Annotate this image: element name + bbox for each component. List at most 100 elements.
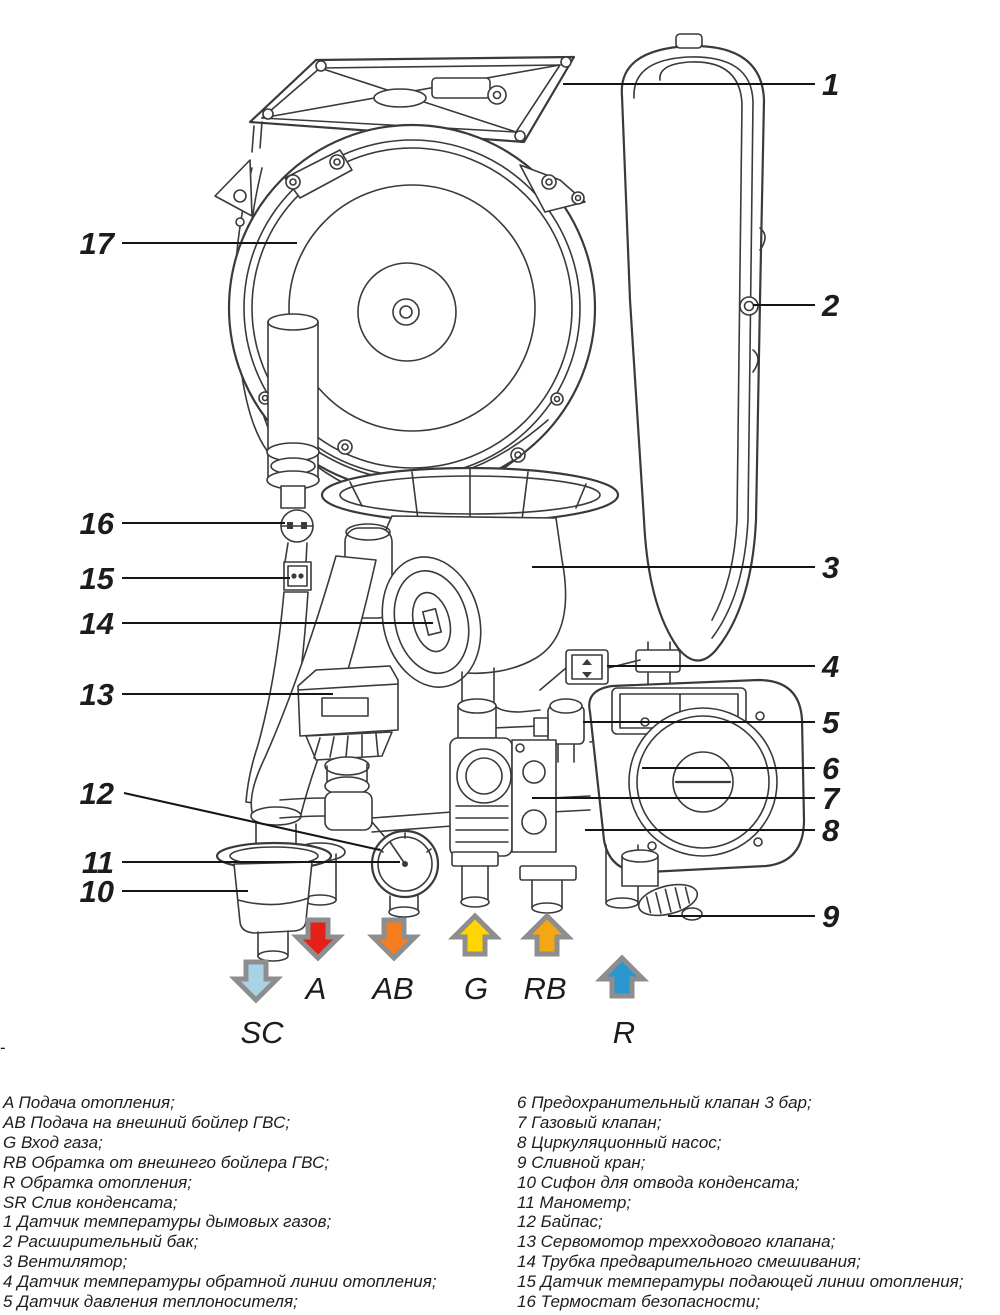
legend-item: 5 Датчик давления теплоносителя; (3, 1292, 508, 1312)
sc-port-stub (257, 930, 289, 962)
callout-number-14: 14 (80, 606, 114, 641)
legend-item-text: Датчик температуры дымовых газов; (17, 1212, 332, 1232)
legend-item-key: AB (3, 1112, 26, 1132)
legend-item: 14 Трубка предварительного смешивания; (517, 1252, 997, 1272)
legend-item-text: Слив конденсата; (31, 1192, 178, 1212)
gas-valve-plate (511, 739, 557, 853)
legend-item-text: Обратка отопления; (20, 1172, 192, 1192)
callout-number-15: 15 (80, 561, 115, 596)
legend-item: SR Слив конденсата; (3, 1193, 508, 1213)
callout-number-1: 1 (822, 67, 839, 102)
legend-item: 11 Манометр; (517, 1193, 997, 1213)
legend-item-key: 9 (517, 1152, 527, 1172)
callout-number-16: 16 (80, 506, 115, 541)
callout-number-13: 13 (80, 677, 114, 712)
port-arrow-SC-icon (228, 959, 284, 1004)
legend-item: R Обратка отопления; (3, 1173, 508, 1193)
port-label-SC: SC (240, 1015, 284, 1050)
pressure-sensor-5 (533, 698, 585, 763)
legend-item-text: Сифон для отвода конденсата; (540, 1172, 800, 1192)
legend-item: 12 Байпас; (517, 1212, 997, 1232)
legend-item: 4 Датчик температуры обратной линии отоп… (3, 1272, 508, 1292)
legend-item-key: 5 (3, 1292, 13, 1312)
return-temp-sensor-4 (565, 649, 609, 685)
port-label-R: R (613, 1015, 635, 1050)
flue-gas-sensor (487, 85, 507, 105)
callout-leader-12 (123, 792, 381, 851)
drain-cock-9 (621, 849, 703, 921)
callout-number-11: 11 (82, 845, 114, 880)
legend-item-key: G (3, 1132, 17, 1152)
callout-number-3: 3 (822, 550, 839, 585)
legend-item-text: Датчик температуры обратной линии отопле… (17, 1272, 437, 1292)
safety-thermostat-16 (280, 509, 314, 543)
legend-item-text: Трубка предварительного смешивания; (540, 1252, 861, 1272)
chamber-dome (288, 184, 536, 432)
callout-number-6: 6 (822, 751, 840, 786)
chamber-hub (392, 298, 420, 326)
pump-assembly (533, 678, 806, 921)
legend-item-text: Датчик давления теплоносителя; (17, 1292, 298, 1312)
legend-item: 3 Вентилятор; (3, 1252, 508, 1272)
stray-dash: - (0, 1038, 6, 1057)
legend-item: 2 Расширительный бак; (3, 1232, 508, 1252)
legend-item: 8 Циркуляционный насос; (517, 1133, 997, 1153)
port-label-AB: AB (370, 971, 413, 1006)
legend-item-text: Подача отопления; (18, 1093, 175, 1112)
legend-item-key: RB (3, 1152, 27, 1172)
legend-item-key: 12 (517, 1212, 536, 1232)
callout-number-5: 5 (822, 705, 840, 740)
legend-item: RB Обратка от внешнего бойлера ГВС; (3, 1153, 508, 1173)
legend-item-key: A (3, 1093, 14, 1112)
legend-item-key: 10 (517, 1172, 536, 1192)
legend-item-text: Байпас; (540, 1212, 603, 1232)
legend-item: 1 Датчик температуры дымовых газов; (3, 1212, 508, 1232)
legend-item-key: 13 (517, 1232, 536, 1252)
port-arrow-R-icon (594, 954, 650, 999)
legend-item-key: 15 (517, 1272, 536, 1292)
legend-item: 9 Сливной кран; (517, 1153, 997, 1173)
servo-box-13 (297, 665, 399, 737)
callout-number-7: 7 (822, 781, 841, 816)
legend-item-key: 3 (3, 1252, 13, 1272)
manometer (370, 821, 440, 918)
legend-item-key: 2 (3, 1232, 13, 1252)
legend-item-text: Сервомотор трехходового клапана; (540, 1232, 836, 1252)
legend-item-text: Предохранительный клапан 3 бар; (531, 1093, 812, 1112)
port-label-A: A (304, 971, 327, 1006)
rb-port-stub (519, 865, 577, 914)
callout-number-4: 4 (821, 649, 839, 684)
legend-item: 7 Газовый клапан; (517, 1113, 997, 1133)
legend-item: 13 Сервомотор трехходового клапана; (517, 1232, 997, 1252)
legend-item-text: Термостат безопасности; (540, 1292, 761, 1312)
port-arrow-AB-icon (366, 917, 422, 962)
legend-item-text: Обратка от внешнего бойлера ГВС; (31, 1152, 330, 1172)
legend-item-text: Вход газа; (20, 1132, 103, 1152)
legend-item-text: Манометр; (539, 1192, 632, 1212)
legend-item: G Вход газа; (3, 1133, 508, 1153)
legend-item-text: Подача на внешний бойлер ГВС; (30, 1112, 291, 1132)
legend-item-key: 8 (517, 1132, 527, 1152)
legend-item-text: Вентилятор; (17, 1252, 128, 1272)
callout-number-2: 2 (821, 288, 839, 323)
legend-item: 15 Датчик температуры подающей линии ото… (517, 1272, 997, 1292)
legend-item-key: 1 (3, 1212, 13, 1232)
legend-item: AB Подача на внешний бойлер ГВС; (3, 1113, 508, 1133)
three-way-valve-assembly (294, 665, 399, 906)
legend-item-key: 7 (517, 1112, 527, 1132)
legend-item-key: 4 (3, 1272, 13, 1292)
legend-item-key: SR (3, 1192, 27, 1212)
legend-item-key: 6 (517, 1093, 527, 1112)
port-arrow-RB-icon (519, 912, 575, 957)
left-condensate-duct (245, 313, 320, 807)
gas-valve-assembly (279, 698, 591, 914)
legend-item-key: R (3, 1172, 16, 1192)
port-label-RB: RB (523, 971, 566, 1006)
port-arrow-A-icon (290, 917, 346, 962)
g-port-stub (451, 851, 499, 908)
legend-item-key: 14 (517, 1252, 536, 1272)
legend-item-text: Циркуляционный насос; (531, 1132, 722, 1152)
ab-port-stub (388, 894, 420, 918)
